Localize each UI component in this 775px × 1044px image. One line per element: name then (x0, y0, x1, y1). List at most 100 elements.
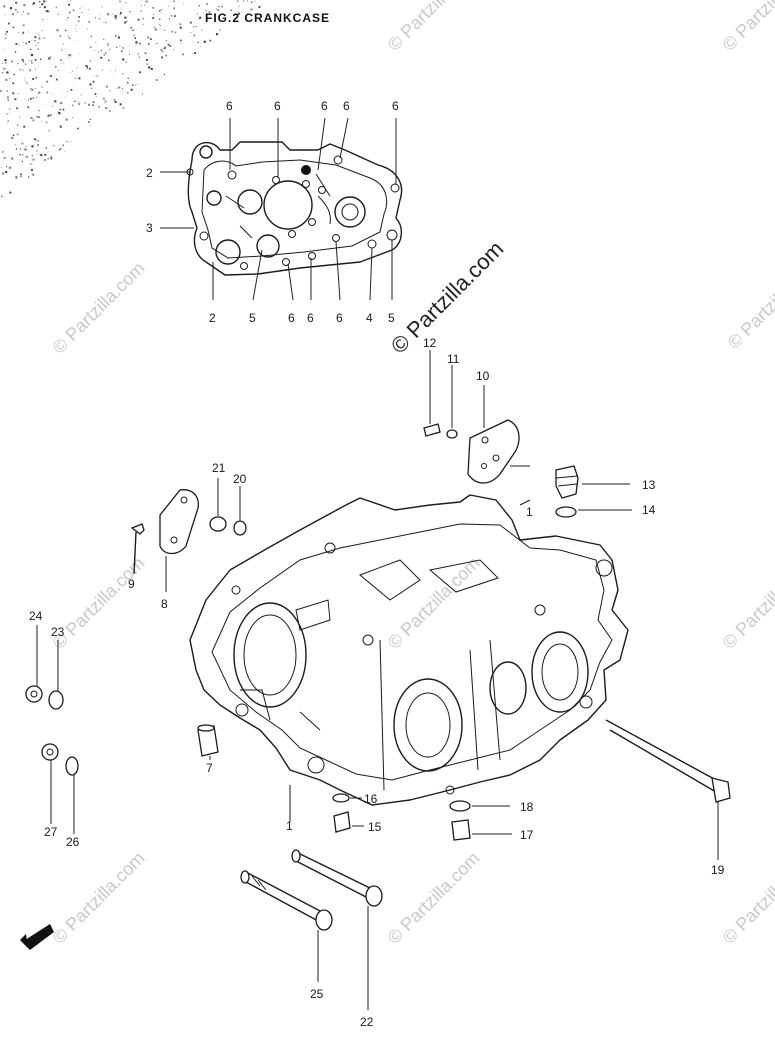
scan-speck (254, 1, 256, 2)
callout-label: 1 (526, 505, 533, 519)
scan-speck (6, 166, 8, 168)
scan-speck (22, 154, 24, 156)
scan-speck (135, 41, 138, 44)
scan-speck (161, 28, 162, 30)
scan-speck (71, 117, 73, 118)
scan-speck (31, 88, 34, 91)
scan-speck (201, 29, 203, 31)
scan-speck (13, 0, 14, 2)
scan-speck (101, 69, 103, 71)
scan-speck (31, 62, 33, 64)
scan-speck (58, 112, 61, 115)
plug-13-14 (555, 465, 632, 518)
scan-speck (165, 55, 167, 57)
scan-speck (4, 59, 7, 62)
scan-speck (197, 41, 199, 43)
scan-speck (16, 107, 18, 110)
scan-speck (119, 13, 121, 15)
scan-speck (67, 90, 68, 92)
callout-label: 5 (249, 311, 256, 325)
scan-speck (27, 99, 30, 101)
scan-speck (43, 37, 45, 39)
scan-speck (138, 71, 141, 74)
scan-speck (36, 140, 38, 142)
scan-speck (42, 19, 44, 21)
callout-label: 6 (392, 99, 399, 113)
scan-speck (30, 97, 32, 100)
scan-speck (171, 30, 173, 33)
scan-speck (34, 59, 37, 61)
callout-label: 2 (146, 166, 153, 180)
plug-17-18 (449, 800, 512, 841)
scan-speck (76, 67, 78, 69)
scan-speck (217, 16, 219, 17)
scan-speck (98, 18, 101, 20)
scan-speck (190, 32, 192, 33)
watermark-tile: © Partzilla.com (719, 848, 775, 948)
scan-speck (171, 14, 172, 16)
scan-speck (40, 58, 42, 60)
scan-speck (39, 6, 41, 9)
scan-speck (60, 148, 62, 150)
scan-speck (23, 70, 24, 72)
scan-speck (230, 9, 233, 12)
scan-speck (125, 20, 128, 23)
scan-speck (196, 13, 198, 15)
scan-speck (3, 68, 5, 70)
callout-label: 24 (29, 609, 43, 623)
scan-speck (160, 9, 162, 11)
scan-speck (63, 43, 65, 45)
scan-speck (6, 30, 8, 33)
scan-speck (23, 78, 25, 79)
scan-speck (81, 6, 82, 8)
scan-speck (45, 10, 48, 13)
scan-speck (38, 35, 40, 37)
scan-speck (7, 121, 9, 123)
scan-speck (174, 0, 175, 2)
scan-speck (47, 114, 50, 117)
scan-speck (219, 29, 221, 31)
scan-speck (98, 106, 100, 108)
scan-speck (9, 191, 12, 194)
scan-speck (105, 107, 108, 110)
scan-speck (142, 93, 143, 95)
scan-speck (76, 41, 78, 42)
scan-speck (117, 87, 119, 89)
scan-speck (114, 15, 117, 18)
scan-speck (66, 19, 67, 21)
scan-speck (115, 35, 117, 37)
scan-speck (0, 90, 2, 92)
scan-speck (199, 46, 201, 48)
scan-speck (6, 71, 9, 74)
scan-speck (19, 153, 21, 156)
scan-speck (58, 13, 60, 15)
scan-speck (156, 42, 158, 45)
scan-speck (56, 29, 59, 32)
scan-speck (122, 91, 124, 92)
scan-speck (25, 148, 28, 151)
callout-label: 6 (336, 311, 343, 325)
scan-speck (55, 66, 57, 68)
scan-speck (60, 63, 62, 64)
scan-speck (205, 10, 207, 12)
scan-speck (11, 157, 14, 160)
callout-label: 12 (423, 336, 437, 350)
scan-speck (142, 23, 144, 25)
scan-speck (144, 4, 146, 6)
scan-speck (183, 2, 184, 4)
scan-speck (87, 28, 88, 30)
scan-speck (148, 37, 149, 38)
callout-label: 6 (343, 99, 350, 113)
scan-speck (119, 0, 121, 3)
scan-speck (44, 154, 47, 156)
scan-speck (0, 166, 2, 168)
scan-speck (65, 118, 68, 121)
scan-speck (81, 12, 83, 13)
scan-speck (29, 163, 32, 165)
scan-speck (50, 156, 52, 158)
scan-speck (17, 62, 19, 65)
scan-speck (1, 195, 3, 198)
scan-speck (180, 42, 182, 44)
figure-title: FIG.2 CRANKCASE (205, 11, 330, 25)
callout-label: 1 (286, 819, 293, 833)
